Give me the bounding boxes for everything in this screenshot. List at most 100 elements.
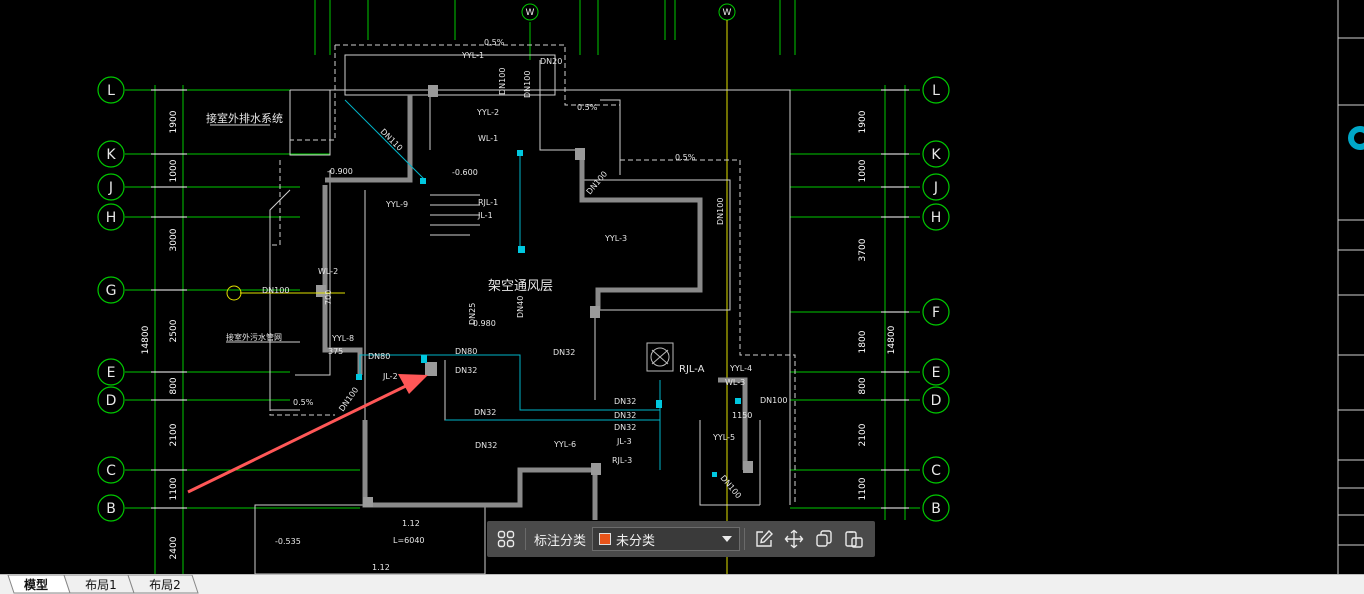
cad-text-label: DN32 xyxy=(614,411,636,420)
axis-label-right: C xyxy=(931,463,941,479)
axis-label-left: J xyxy=(108,180,113,196)
axis-label-left: C xyxy=(106,463,116,479)
top-axis-bubble: W xyxy=(526,8,535,18)
cad-text-label: 0.5% xyxy=(293,398,314,407)
cad-text-label: -0.900 xyxy=(327,167,353,176)
cad-text-label: DN100 xyxy=(523,71,532,98)
axis-label-right: J xyxy=(933,180,938,196)
cad-text-label: RJL-1 xyxy=(478,198,498,207)
axis-label-right: F xyxy=(932,305,940,321)
edit-button[interactable] xyxy=(749,524,779,554)
dim-left: 800 xyxy=(169,377,179,394)
axis-bubble-L-left xyxy=(97,76,125,104)
cad-text-label: DN32 xyxy=(474,408,496,417)
dim-left: 2500 xyxy=(169,319,179,342)
axis-label-left: D xyxy=(106,393,117,409)
cad-text-label: 700 xyxy=(324,290,333,305)
axis-bubble-C-left xyxy=(97,456,125,484)
cad-text-label: YYL-1 xyxy=(461,51,484,60)
axis-label-right: K xyxy=(931,147,941,163)
cad-text-label: -0.600 xyxy=(452,168,478,177)
cad-text-label: 1.12 xyxy=(372,563,390,572)
annotation-rjl-a: RJL-A xyxy=(679,364,705,375)
axis-bubble-G-left xyxy=(97,276,125,304)
axis-label-left: K xyxy=(106,147,116,163)
cad-text-label: JL-3 xyxy=(616,437,632,446)
title-block-logo-icon xyxy=(1348,126,1364,150)
move-button[interactable] xyxy=(779,524,809,554)
category-color-swatch xyxy=(599,533,612,545)
cad-drawing-canvas[interactable]: L K J H G E D C B L K J H F E D C B W W … xyxy=(0,0,1364,574)
cad-text-label: WL-1 xyxy=(478,134,498,143)
grid-menu-icon xyxy=(497,530,515,548)
axis-label-left: H xyxy=(106,210,117,226)
cad-text-label: DN100 xyxy=(498,68,507,95)
dim-left: 1100 xyxy=(169,477,179,500)
axis-label-right: D xyxy=(931,393,942,409)
dim-left: 1000 xyxy=(169,159,179,182)
axis-bubble-K-left xyxy=(97,140,125,168)
dim-left: 2100 xyxy=(169,423,179,446)
dim-right: 2100 xyxy=(858,423,868,446)
cad-text-label: WL-3 xyxy=(725,378,745,387)
dim-right: 1800 xyxy=(858,330,868,353)
grid-menu-button[interactable] xyxy=(491,524,521,554)
cad-text-label: DN80 xyxy=(368,352,390,361)
top-axis-bubble: W xyxy=(723,8,732,18)
cad-text-label: DN32 xyxy=(455,366,477,375)
axis-label-left: B xyxy=(106,501,116,517)
cad-text-label: 375 xyxy=(328,347,343,356)
dim-right: 1000 xyxy=(858,159,868,182)
chevron-down-icon xyxy=(722,536,733,542)
annotation-category-label: 标注分类 xyxy=(534,533,587,549)
axis-label-right: B xyxy=(931,501,941,517)
dim-right: 1100 xyxy=(858,477,868,500)
annotation-toolbar: 标注分类 未分类 xyxy=(487,521,875,557)
dim-left: 3000 xyxy=(169,228,179,251)
axis-bubble-H-left xyxy=(97,203,125,231)
cad-text-label: DN32 xyxy=(553,348,575,357)
cad-text-label: DN100 xyxy=(760,396,787,405)
copy-button[interactable] xyxy=(809,524,839,554)
cad-text-label: YYL-3 xyxy=(604,234,627,243)
cad-text-label: DN100 xyxy=(585,169,610,196)
edit-icon xyxy=(756,529,774,547)
tab-model[interactable]: 模型 xyxy=(23,578,48,592)
cad-text-label: RJL-3 xyxy=(612,456,632,465)
cad-text-label: DN25 xyxy=(468,303,477,325)
axis-label-right: L xyxy=(932,83,940,99)
dim-right: 3700 xyxy=(858,238,868,261)
cad-text-label: YYL-8 xyxy=(331,334,354,343)
category-selected-value: 未分类 xyxy=(616,533,656,549)
dim-right: 800 xyxy=(858,377,868,394)
dim-right: 1900 xyxy=(858,110,868,133)
annotation-outdoor-drain-pipe: 接室外污水管网 xyxy=(226,332,282,342)
annotation-overhead-layer: 架空通风层 xyxy=(488,279,553,294)
layout-tab-bar: 模型 布局1 布局2 xyxy=(0,574,1364,594)
cad-text-label: DN32 xyxy=(475,441,497,450)
cad-text-label: YYL-2 xyxy=(476,108,499,117)
copy-icon xyxy=(816,530,832,547)
axis-label-right: H xyxy=(931,210,942,226)
paste-button[interactable] xyxy=(839,524,869,554)
cad-text-label: YYL-4 xyxy=(729,364,752,373)
tab-layout-1[interactable]: 布局1 xyxy=(85,578,117,592)
cad-text-label: 0.5% xyxy=(484,38,505,47)
cad-text-label: 1150 xyxy=(732,411,752,420)
tab-layout-2[interactable]: 布局2 xyxy=(149,578,181,592)
cad-text-label: DN40 xyxy=(516,296,525,318)
cad-text-label: DN100 xyxy=(262,286,289,295)
cad-text-label: WL-2 xyxy=(318,267,338,276)
cad-text-label: DN32 xyxy=(614,423,636,432)
axis-label-left: G xyxy=(106,283,117,299)
dim-left: 1900 xyxy=(169,110,179,133)
toolbar-separator xyxy=(525,528,526,550)
cad-text-label: DN100 xyxy=(716,198,725,225)
cad-text-label: DN32 xyxy=(614,397,636,406)
annotation-category-select[interactable]: 未分类 xyxy=(592,527,741,551)
cad-text-label: DN20 xyxy=(540,57,562,66)
cad-text-label: DN110 xyxy=(379,127,405,153)
axis-label-right: E xyxy=(932,365,941,381)
paste-icon xyxy=(845,531,863,548)
cad-text-label: L=6040 xyxy=(393,536,425,545)
